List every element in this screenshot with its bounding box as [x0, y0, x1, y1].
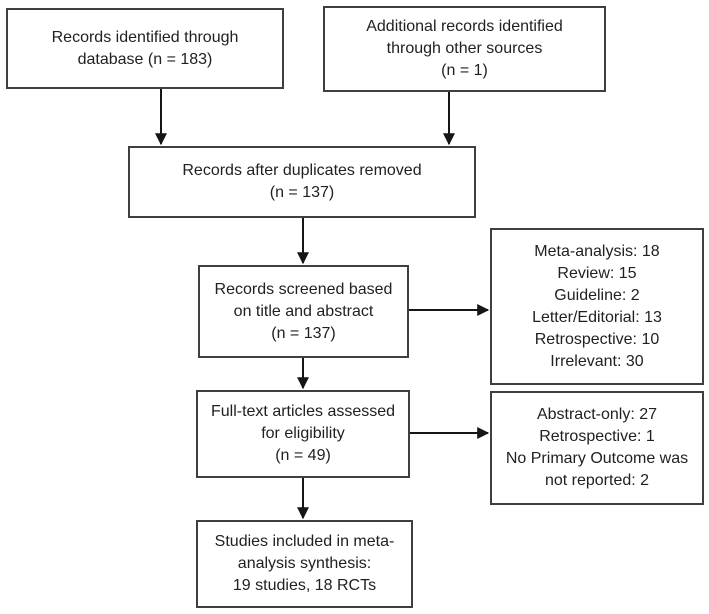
box-studies-included: Studies included in meta-analysis synthe… [196, 520, 413, 608]
box-records-after-duplicates-removed-text: Records after duplicates removed(n = 137… [182, 162, 422, 201]
box-studies-included-text: Studies included in meta-analysis synthe… [214, 533, 395, 594]
box-records-after-duplicates-removed: Records after duplicates removed(n = 137… [128, 146, 476, 218]
